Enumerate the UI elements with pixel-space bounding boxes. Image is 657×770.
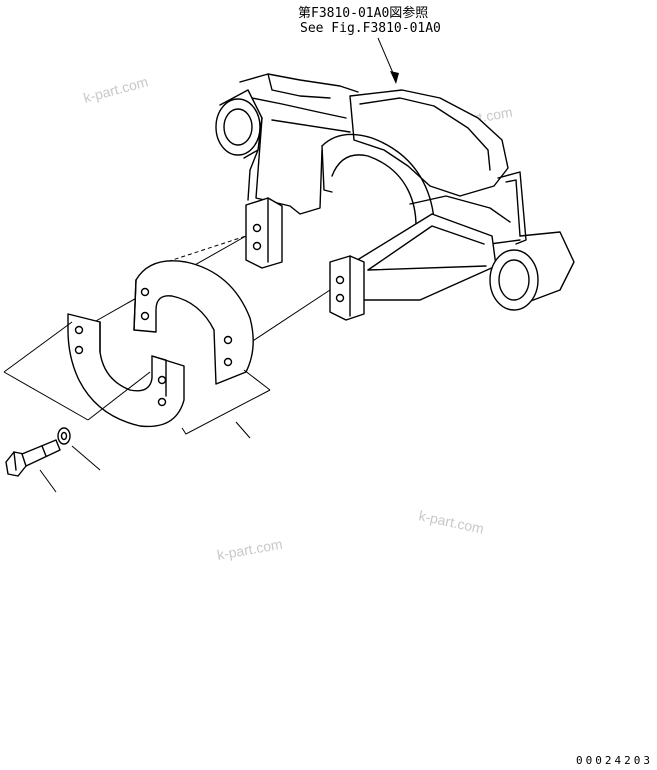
drawing-number: 00024203 — [576, 754, 653, 767]
reference-arrow-head — [390, 71, 399, 84]
callout-lines — [3, 321, 271, 439]
watermark-1: k-part.com — [82, 73, 150, 106]
frame-assembly — [215, 73, 575, 321]
reference-label-en: See Fig.F3810-01A0 — [300, 21, 441, 36]
bolt — [5, 439, 61, 493]
upper-half-ring — [133, 260, 254, 385]
lower-half-ring — [67, 313, 185, 428]
reference-label-jp: 第F3810-01A0図参照 — [298, 5, 428, 21]
watermark-3: k-part.com — [417, 507, 485, 536]
washer — [57, 427, 101, 471]
watermark-4: k-part.com — [216, 536, 284, 563]
